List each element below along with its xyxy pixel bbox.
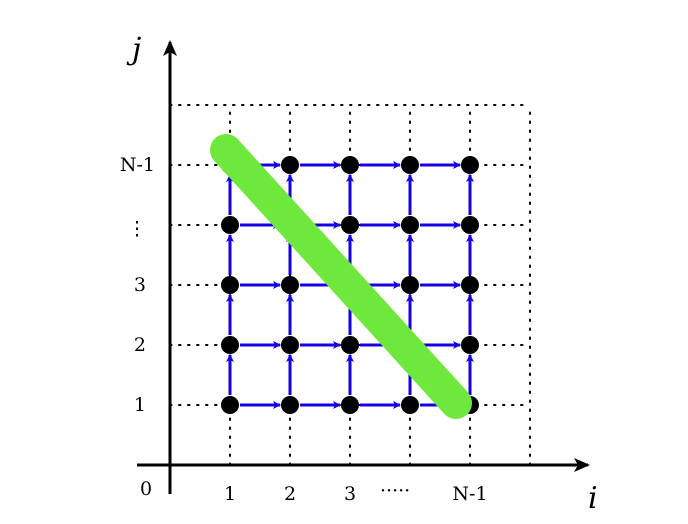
lattice-node (461, 276, 479, 294)
lattice-node (221, 396, 239, 414)
y-tick-label-2: 2 (134, 334, 146, 356)
lattice-arrows (226, 161, 474, 409)
lattice-node (221, 336, 239, 354)
lattice-node (341, 336, 359, 354)
x-tick-label-n-1: N-1 (452, 483, 487, 505)
x-tick-label-2: 2 (284, 483, 296, 505)
origin-label: 0 (140, 478, 152, 500)
lattice-node (341, 156, 359, 174)
lattice-node (281, 276, 299, 294)
lattice-node (461, 156, 479, 174)
y-ellipsis: ⋮ (128, 218, 147, 240)
lattice-nodes (221, 156, 479, 414)
x-tick-label-3: 3 (344, 483, 356, 505)
y-tick-label-n-1: N-1 (120, 154, 155, 176)
lattice-node (281, 336, 299, 354)
lattice-node (401, 276, 419, 294)
lattice-node (461, 216, 479, 234)
lattice-node (221, 276, 239, 294)
y-tick-label-1: 1 (134, 394, 146, 416)
lattice-node (341, 216, 359, 234)
lattice-node (221, 216, 239, 234)
y-tick-label-3: 3 (134, 274, 146, 296)
x-axis-name: i (588, 481, 598, 516)
lattice-node (401, 156, 419, 174)
diagonal-highlight-band (210, 134, 472, 419)
y-axis-name: j (126, 32, 141, 67)
lattice-node (341, 396, 359, 414)
x-tick-label-1: 1 (224, 483, 236, 505)
lattice-node (401, 396, 419, 414)
lattice-node (281, 396, 299, 414)
x-ellipsis: ····· (380, 480, 410, 502)
lattice-node (401, 216, 419, 234)
lattice-node (461, 336, 479, 354)
lattice-node (281, 156, 299, 174)
